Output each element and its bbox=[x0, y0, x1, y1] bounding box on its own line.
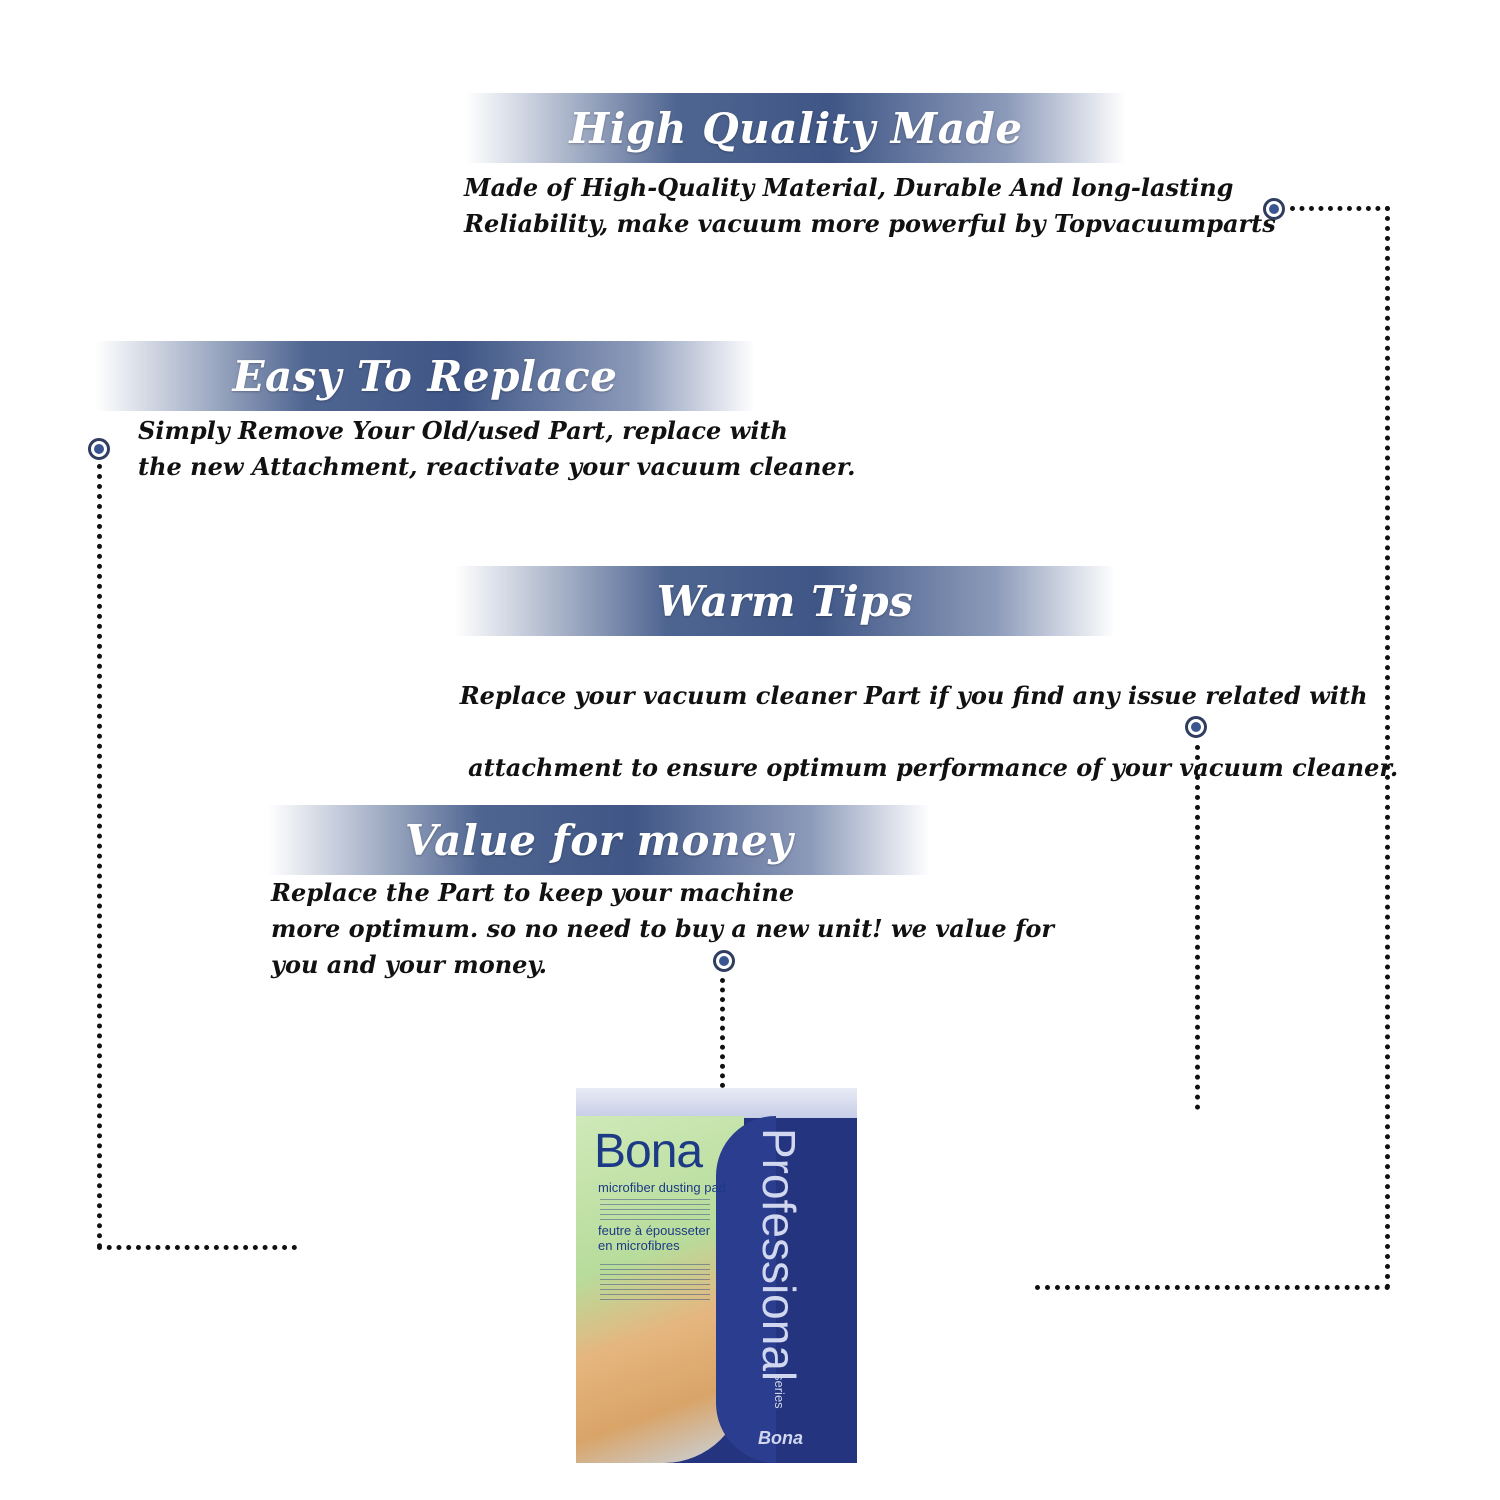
desc-line: Made of High-Quality Material, Durable A… bbox=[464, 173, 1234, 202]
heading-easy-replace: Easy To Replace bbox=[232, 351, 618, 401]
desc-easy-replace: Simply Remove Your Old/used Part, replac… bbox=[138, 413, 856, 485]
connector-dot-icon bbox=[713, 950, 735, 972]
product-package-image: Bona microfiber dusting pad feutre à épo… bbox=[576, 1088, 857, 1463]
package-subtitle: microfiber dusting pad bbox=[598, 1180, 726, 1195]
dotted-line bbox=[1290, 206, 1390, 211]
desc-line: the new Attachment, reactivate your vacu… bbox=[138, 452, 856, 481]
connector-dot-icon bbox=[1185, 716, 1207, 738]
desc-warm-tips: Replace your vacuum cleaner Part if you … bbox=[443, 642, 1398, 786]
dotted-line bbox=[720, 978, 725, 1088]
dotted-line bbox=[1195, 745, 1200, 1110]
heading-value-money: Value for money bbox=[404, 815, 794, 865]
heading-warm-tips: Warm Tips bbox=[656, 576, 914, 626]
package-brand: Bona bbox=[594, 1125, 703, 1178]
heading-high-quality: High Quality Made bbox=[569, 103, 1023, 153]
package-subtitle-fr: feutre à épousseter en microfibres bbox=[598, 1223, 710, 1253]
desc-value-money: Replace the Part to keep your machine mo… bbox=[271, 875, 1054, 983]
dotted-line bbox=[1035, 1285, 1390, 1290]
package-subtitle-fr-line: en microfibres bbox=[598, 1238, 680, 1253]
dotted-line bbox=[1385, 206, 1390, 1290]
package-vertical-text: Professional bbox=[753, 1128, 805, 1382]
desc-line: Reliability, make vacuum more powerful b… bbox=[464, 209, 1276, 238]
package-subtitle-fr-line: feutre à épousseter bbox=[598, 1223, 711, 1238]
package-brand-small: Bona bbox=[758, 1428, 803, 1448]
desc-line: attachment to ensure optimum performance… bbox=[459, 753, 1399, 782]
banner-high-quality: High Quality Made bbox=[466, 93, 1126, 163]
connector-dot-icon bbox=[88, 438, 110, 460]
dotted-line bbox=[97, 1245, 297, 1250]
dotted-line bbox=[97, 464, 102, 1249]
desc-line: Replace your vacuum cleaner Part if you … bbox=[459, 681, 1368, 710]
connector-dot-icon bbox=[1263, 198, 1285, 220]
package-fine-print bbox=[600, 1196, 710, 1220]
desc-line: you and your money. bbox=[271, 950, 547, 979]
desc-line: Simply Remove Your Old/used Part, replac… bbox=[138, 416, 788, 445]
package-flap bbox=[576, 1088, 857, 1118]
package-series: series bbox=[772, 1374, 787, 1409]
desc-line: more optimum. so no need to buy a new un… bbox=[271, 914, 1054, 943]
package-fine-print bbox=[600, 1260, 710, 1300]
banner-easy-replace: Easy To Replace bbox=[95, 341, 755, 411]
package-wave bbox=[716, 1116, 776, 1463]
desc-line: Replace the Part to keep your machine bbox=[271, 878, 795, 907]
banner-value-money: Value for money bbox=[268, 805, 930, 875]
banner-warm-tips: Warm Tips bbox=[455, 566, 1115, 636]
desc-high-quality: Made of High-Quality Material, Durable A… bbox=[464, 170, 1276, 242]
